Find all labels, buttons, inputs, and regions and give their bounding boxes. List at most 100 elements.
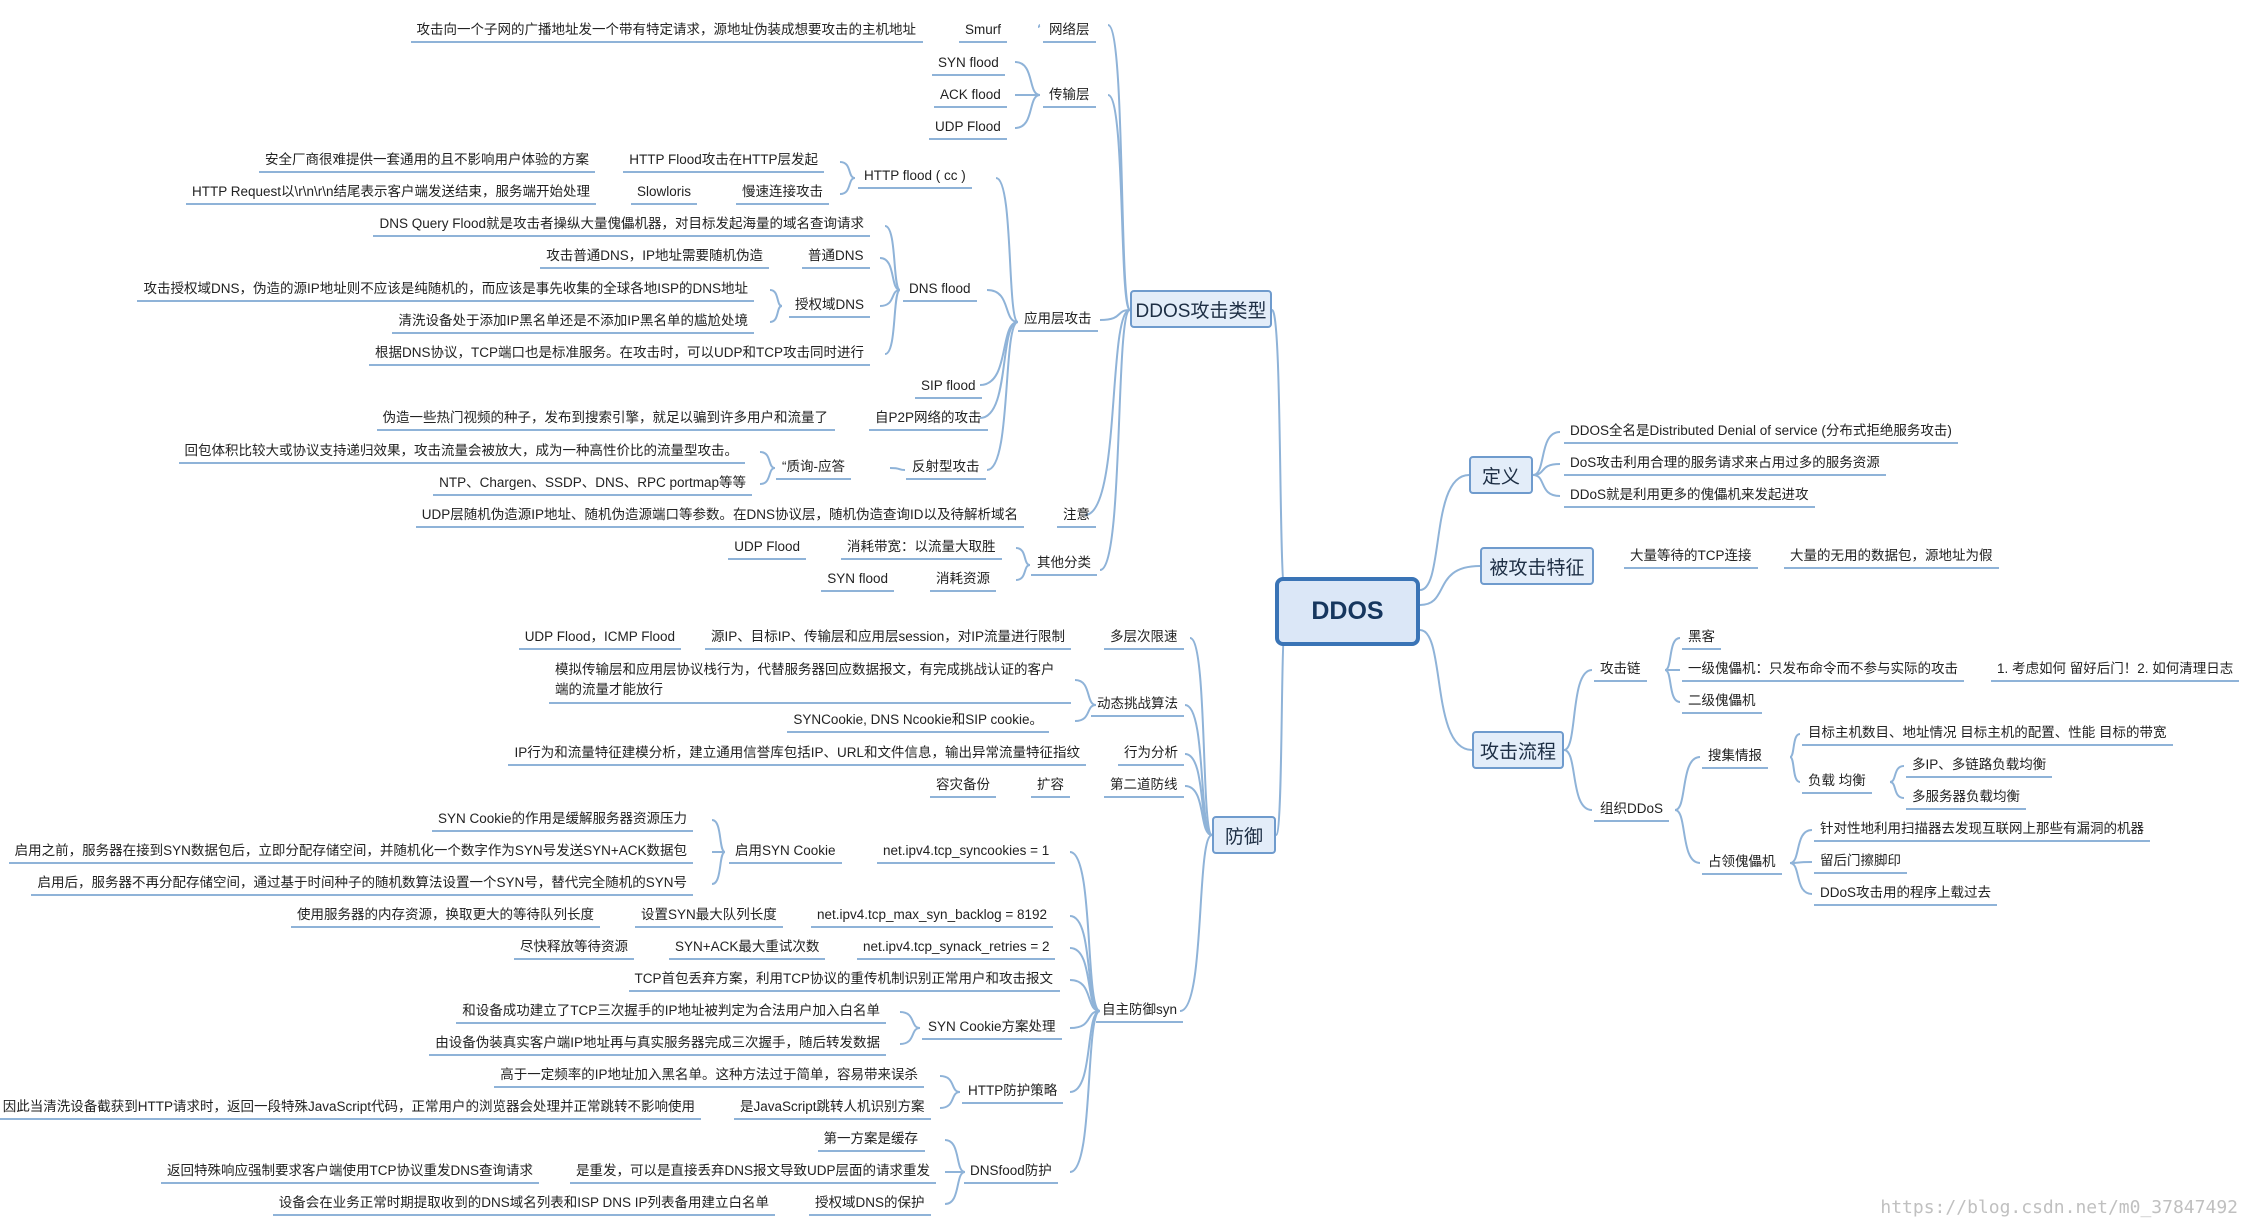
node-load-balance-2[interactable]: 多服务器负载均衡 — [1912, 789, 2020, 804]
node-http-flood[interactable]: HTTP flood ( cc ) — [864, 168, 966, 183]
node-puppet2[interactable]: 二级傀儡机 — [1688, 693, 1756, 708]
node-tcp-conn[interactable]: 大量等待的TCP连接 — [1630, 548, 1752, 563]
node-load-balance[interactable]: 负载 均衡 — [1808, 773, 1866, 788]
node-dns-query-flood[interactable]: DNS Query Flood就是攻击者操纵大量傀儡机器，对目标发起海量的域名查… — [379, 216, 864, 231]
node-http-flood-app-desc[interactable]: 安全厂商很难提供一套通用的且不影响用户体验的方案 — [265, 152, 589, 167]
node-occupy-1[interactable]: 针对性地利用扫描器去发现互联网上那些有漏洞的机器 — [1820, 821, 2144, 836]
node-bandwidth[interactable]: 消耗带宽：以流量大取胜 — [847, 539, 996, 554]
node-udp-flood[interactable]: UDP Flood — [935, 119, 1001, 134]
node-syncookies[interactable]: net.ipv4.tcp_syncookies = 1 — [883, 843, 1050, 858]
node-puppet1-note[interactable]: 1. 考虑如何 留好后门！2. 如何清理日志 — [1997, 661, 2234, 676]
node-backlog[interactable]: net.ipv4.tcp_max_syn_backlog = 8192 — [817, 907, 1048, 922]
node-multi-level-ex[interactable]: UDP Flood，ICMP Flood — [524, 629, 675, 644]
node-ack-flood[interactable]: ACK flood — [940, 87, 1001, 102]
node-cookie-before[interactable]: 启用之前，服务器在接到SYN数据包后，立即分配存储空间，并随机化一个数字作为SY… — [14, 843, 687, 858]
node-occupy[interactable]: 占领傀儡机 — [1708, 854, 1776, 869]
node-expand[interactable]: 扩容 — [1037, 777, 1064, 792]
node-retries-desc[interactable]: 尽快释放等待资源 — [520, 939, 628, 954]
node-dns-protocol[interactable]: 根据DNS协议，TCP端口也是标准服务。在攻击时，可以UDP和TCP攻击同时进行 — [374, 345, 864, 360]
node-dns-flood[interactable]: DNS flood — [909, 281, 971, 296]
node-cookie-after[interactable]: 启用后，服务器不再分配存储空间，通过基于时间种子的随机数算法设置一个SYN号，替… — [37, 875, 687, 890]
node-dns-defense[interactable]: DNSfood防护 — [970, 1163, 1052, 1178]
node-reflect[interactable]: 反射型攻击 — [912, 459, 980, 474]
node-backlog-desc[interactable]: 使用服务器的内存资源，换取更大的等待队列长度 — [297, 907, 594, 922]
node-query-response[interactable]: “质询-应答 — [782, 459, 845, 474]
node-note-desc[interactable]: UDP层随机伪造源IP地址、随机伪造源端口等参数。在DNS协议层，随机伪造查询I… — [421, 507, 1018, 522]
node-whitelist[interactable]: 和设备成功建立了TCP三次握手的IP地址被判定为合法用户加入白名单 — [462, 1003, 880, 1018]
node-occupy-2[interactable]: 留后门擦脚印 — [1820, 853, 1901, 868]
node-retries-label[interactable]: SYN+ACK最大重试次数 — [675, 939, 820, 954]
node-slowloris-desc[interactable]: HTTP Request以\r\n\r\n结尾表示客户端发送结束，服务端开始处理 — [191, 184, 590, 199]
node-useless-packets[interactable]: 大量的无用的数据包，源地址为假 — [1790, 548, 1993, 563]
node-p2p[interactable]: 自P2P网络的攻击 — [875, 410, 982, 425]
connector-line — [1789, 829, 1813, 864]
node-slowloris[interactable]: Slowloris — [637, 184, 692, 199]
node-other[interactable]: 其他分类 — [1037, 555, 1091, 570]
node-blacklist[interactable]: 高于一定频率的IP地址加入黑名单。这种方法过于简单，容易带来误杀 — [500, 1067, 918, 1082]
node-enable-cookie[interactable]: 启用SYN Cookie — [735, 843, 836, 858]
node-auth-dns-protect[interactable]: 授权域DNS的保护 — [815, 1195, 925, 1210]
node-multi-level-desc[interactable]: 源IP、目标IP、传输层和应用层session，对IP流量进行限制 — [710, 629, 1065, 644]
node-js-redirect[interactable]: 是JavaScript跳转人机识别方案 — [740, 1099, 925, 1114]
node-network-layer[interactable]: 网络层 — [1049, 22, 1090, 37]
branch-attack-flow[interactable]: 攻击流程 — [1472, 731, 1564, 769]
node-definition-3[interactable]: DDoS就是利用更多的傀儡机来发起进攻 — [1570, 487, 1809, 502]
branch-definition[interactable]: 定义 — [1469, 456, 1533, 494]
node-occupy-3[interactable]: DDoS攻击用的程序上载过去 — [1820, 885, 1992, 900]
node-intel-desc[interactable]: 目标主机数目、地址情况 目标主机的配置、性能 目标的带宽 — [1808, 725, 2167, 740]
node-smurf-desc[interactable]: 攻击向一个子网的广播地址发一个带有特定请求，源地址伪装成想要攻击的主机地址 — [416, 22, 917, 37]
node-load-balance-1[interactable]: 多IP、多链路负载均衡 — [1912, 757, 2047, 772]
node-behavior-desc[interactable]: IP行为和流量特征建模分析，建立通用信誉库包括IP、URL和文件信息，输出异常流… — [514, 745, 1080, 760]
node-challenge-ex[interactable]: SYNCookie, DNS Ncookie和SIP cookie。 — [793, 712, 1043, 727]
node-puppet1[interactable]: 一级傀儡机：只发布命令而不参与实际的攻击 — [1688, 661, 1958, 676]
node-challenge[interactable]: 动态挑战算法 — [1097, 696, 1178, 711]
node-auth-dns-desc1[interactable]: 攻击授权域DNS，伪造的源IP地址则不应该是纯随机的，而应该是事先收集的全球各地… — [143, 281, 748, 296]
node-app-layer[interactable]: 应用层攻击 — [1024, 311, 1092, 326]
node-fake-client[interactable]: 由设备伪装真实客户端IP地址再与真实服务器完成三次握手，随后转发数据 — [435, 1035, 880, 1050]
node-transport-layer[interactable]: 传输层 — [1049, 87, 1090, 102]
node-http-flood-app[interactable]: HTTP Flood攻击在HTTP层发起 — [629, 152, 818, 167]
node-ntp[interactable]: NTP、Chargen、SSDP、DNS、RPC portmap等等 — [439, 475, 746, 490]
node-definition-1[interactable]: DDOS全名是Distributed Denial of service (分布… — [1570, 423, 1952, 438]
node-normal-dns[interactable]: 普通DNS — [808, 248, 864, 263]
node-self-syn[interactable]: 自主防御syn — [1102, 1002, 1178, 1017]
node-tcp-drop[interactable]: TCP首包丢弃方案，利用TCP协议的重传机制识别正常用户和攻击报文 — [634, 971, 1054, 986]
node-attack-chain[interactable]: 攻击链 — [1600, 661, 1641, 676]
node-second-line[interactable]: 第二道防线 — [1110, 777, 1178, 792]
node-sip-flood[interactable]: SIP flood — [921, 378, 976, 393]
node-challenge-desc[interactable]: 模拟传输层和应用层协议栈行为，代替服务器回应数据报文，有完成挑战认证的客户端的流… — [555, 662, 1055, 697]
branch-features[interactable]: 被攻击特征 — [1480, 547, 1594, 585]
node-resend[interactable]: 是重发，可以是直接丢弃DNS报文导致UDP层面的请求重发 — [576, 1163, 931, 1178]
node-organize[interactable]: 组织DDoS — [1600, 801, 1664, 816]
node-behavior[interactable]: 行为分析 — [1124, 745, 1178, 760]
branch-defense[interactable]: 防御 — [1212, 816, 1276, 854]
node-normal-dns-desc[interactable]: 攻击普通DNS，IP地址需要随机伪造 — [546, 248, 763, 263]
node-hacker[interactable]: 黑客 — [1688, 629, 1715, 644]
node-syn-cookie-plan[interactable]: SYN Cookie方案处理 — [928, 1019, 1056, 1034]
node-resend-desc[interactable]: 返回特殊响应强制要求客户端使用TCP协议重发DNS查询请求 — [166, 1163, 533, 1178]
node-js-desc[interactable]: 因此当清洗设备截获到HTTP请求时，返回一段特殊JavaScript代码，正常用… — [2, 1099, 695, 1114]
branch-ddos-types[interactable]: DDOS攻击类型 — [1130, 290, 1272, 328]
node-query-response-desc[interactable]: 回包体积比较大或协议支持递归效果，攻击流量会被放大，成为一种高性价比的流量型攻击… — [184, 443, 739, 458]
node-http-policy[interactable]: HTTP防护策略 — [968, 1083, 1058, 1098]
node-smurf[interactable]: Smurf — [965, 22, 1002, 37]
node-cookie-purpose[interactable]: SYN Cookie的作用是缓解服务器资源压力 — [437, 811, 687, 826]
node-retries[interactable]: net.ipv4.tcp_synack_retries = 2 — [863, 939, 1050, 954]
node-auth-dns-desc2[interactable]: 清洗设备处于添加IP黑名单还是不添加IP黑名单的尴尬处境 — [398, 313, 748, 328]
node-intel[interactable]: 搜集情报 — [1708, 748, 1762, 763]
node-auth-dns-protect-desc[interactable]: 设备会在业务正常时期提取收到的DNS域名列表和ISP DNS IP列表备用建立白… — [278, 1195, 769, 1210]
node-note[interactable]: 注意 — [1063, 507, 1090, 522]
node-auth-dns[interactable]: 授权域DNS — [795, 297, 865, 312]
node-resource[interactable]: 消耗资源 — [936, 571, 990, 586]
node-dns-cache[interactable]: 第一方案是缓存 — [823, 1131, 919, 1146]
node-multi-level[interactable]: 多层次限速 — [1110, 629, 1178, 644]
node-syn-flood[interactable]: SYN flood — [938, 55, 999, 70]
node-resource-example[interactable]: SYN flood — [827, 571, 888, 586]
node-backlog-label[interactable]: 设置SYN最大队列长度 — [641, 907, 777, 922]
root-node[interactable]: DDOS — [1275, 577, 1420, 646]
node-backup[interactable]: 容灾备份 — [936, 777, 990, 792]
node-p2p-desc[interactable]: 伪造一些热门视频的种子，发布到搜索引擎，就足以骗到许多用户和流量了 — [382, 410, 829, 425]
node-slow-conn[interactable]: 慢速连接攻击 — [742, 184, 823, 199]
node-bandwidth-example[interactable]: UDP Flood — [734, 539, 800, 554]
node-definition-2[interactable]: DoS攻击利用合理的服务请求来占用过多的服务资源 — [1570, 455, 1880, 470]
